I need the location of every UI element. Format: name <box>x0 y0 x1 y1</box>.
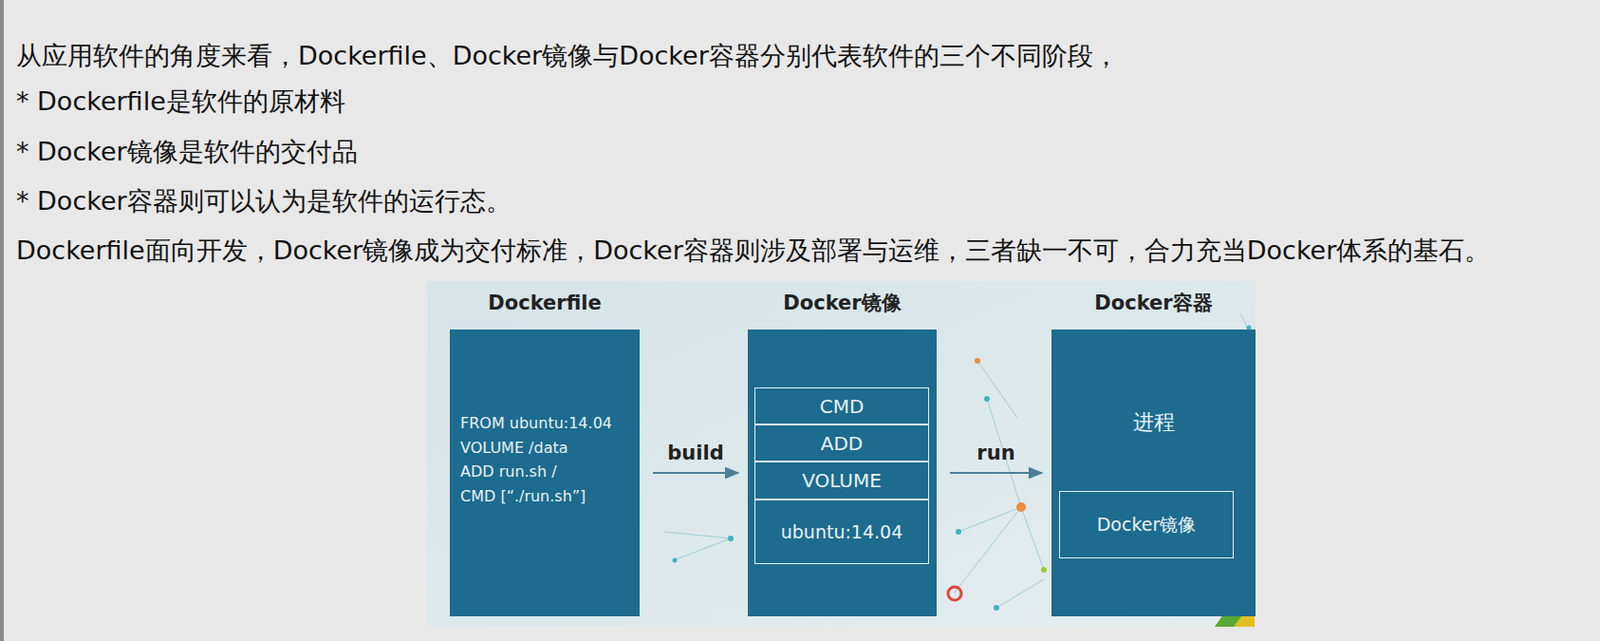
box-body: ubuntu:14.04 <box>781 520 903 544</box>
layer-box: ADD <box>754 424 930 462</box>
box-body: 进程 <box>1051 409 1256 436</box>
layer-text: VOLUME <box>801 467 882 493</box>
layer-text: ubuntu:14.04 <box>781 520 903 544</box>
code-line: FROM ubuntu:14.04 <box>460 410 613 436</box>
box-heading: Docker容器 <box>1094 289 1212 317</box>
box-heading-holder: Docker镜像 <box>728 289 956 317</box>
paragraph-text: * Docker容器则可以认为是软件的运行态。 <box>16 186 512 217</box>
layer-text: ADD <box>820 430 863 456</box>
paragraph-text: Dockerfile面向开发，Docker镜像成为交付标准，Docker容器则涉… <box>16 235 1490 266</box>
code-line: CMD [“./run.sh”] <box>460 483 613 509</box>
paragraph-text: * Dockerfile是软件的原材料 <box>16 86 346 117</box>
code-line: ADD run.sh / <box>460 459 613 484</box>
paragraph-text: 从应用软件的角度来看，Dockerfile、Docker镜像与Docker容器分… <box>16 40 1119 72</box>
layer-text: CMD <box>819 393 865 419</box>
arrow-label: build <box>664 440 726 466</box>
arrow-label: run <box>973 440 1018 466</box>
diagram-ground <box>427 280 1255 627</box>
box-body: FROM ubuntu:14.04VOLUME /dataADD run.sh … <box>460 410 613 508</box>
page-edge <box>0 0 4 641</box>
flow-arrow <box>949 471 1042 474</box>
paragraph-text: * Docker镜像是软件的交付品 <box>16 136 358 168</box>
layer-box: Docker镜像 <box>1059 490 1234 559</box>
stage-box: Docker容器进程Docker镜像 <box>1051 329 1256 616</box>
box-heading: Docker镜像 <box>782 289 901 317</box>
box-text: 进程 <box>1051 409 1256 436</box>
box-body: ADD <box>820 430 863 456</box>
stage-box: DockerfileFROM ubuntu:14.04VOLUME /dataA… <box>449 329 640 616</box>
layer-box: CMD <box>754 387 930 425</box>
stage-box: Docker镜像CMDADDVOLUMEubuntu:14.04 <box>747 329 937 616</box>
layer-text: Docker镜像 <box>1097 512 1197 537</box>
box-heading: Dockerfile <box>487 289 601 317</box>
box-body: CMD <box>819 393 865 419</box>
box-heading-holder: Docker容器 <box>1032 289 1275 317</box>
box-heading-holder: Dockerfile <box>430 289 659 317</box>
layer-box: ubuntu:14.04 <box>754 499 930 564</box>
box-body: VOLUME <box>801 467 882 493</box>
layer-box: VOLUME <box>754 461 930 500</box>
box-body: Docker镜像 <box>1097 512 1197 537</box>
flow-arrow <box>652 471 739 474</box>
code-line: VOLUME /data <box>460 435 613 461</box>
